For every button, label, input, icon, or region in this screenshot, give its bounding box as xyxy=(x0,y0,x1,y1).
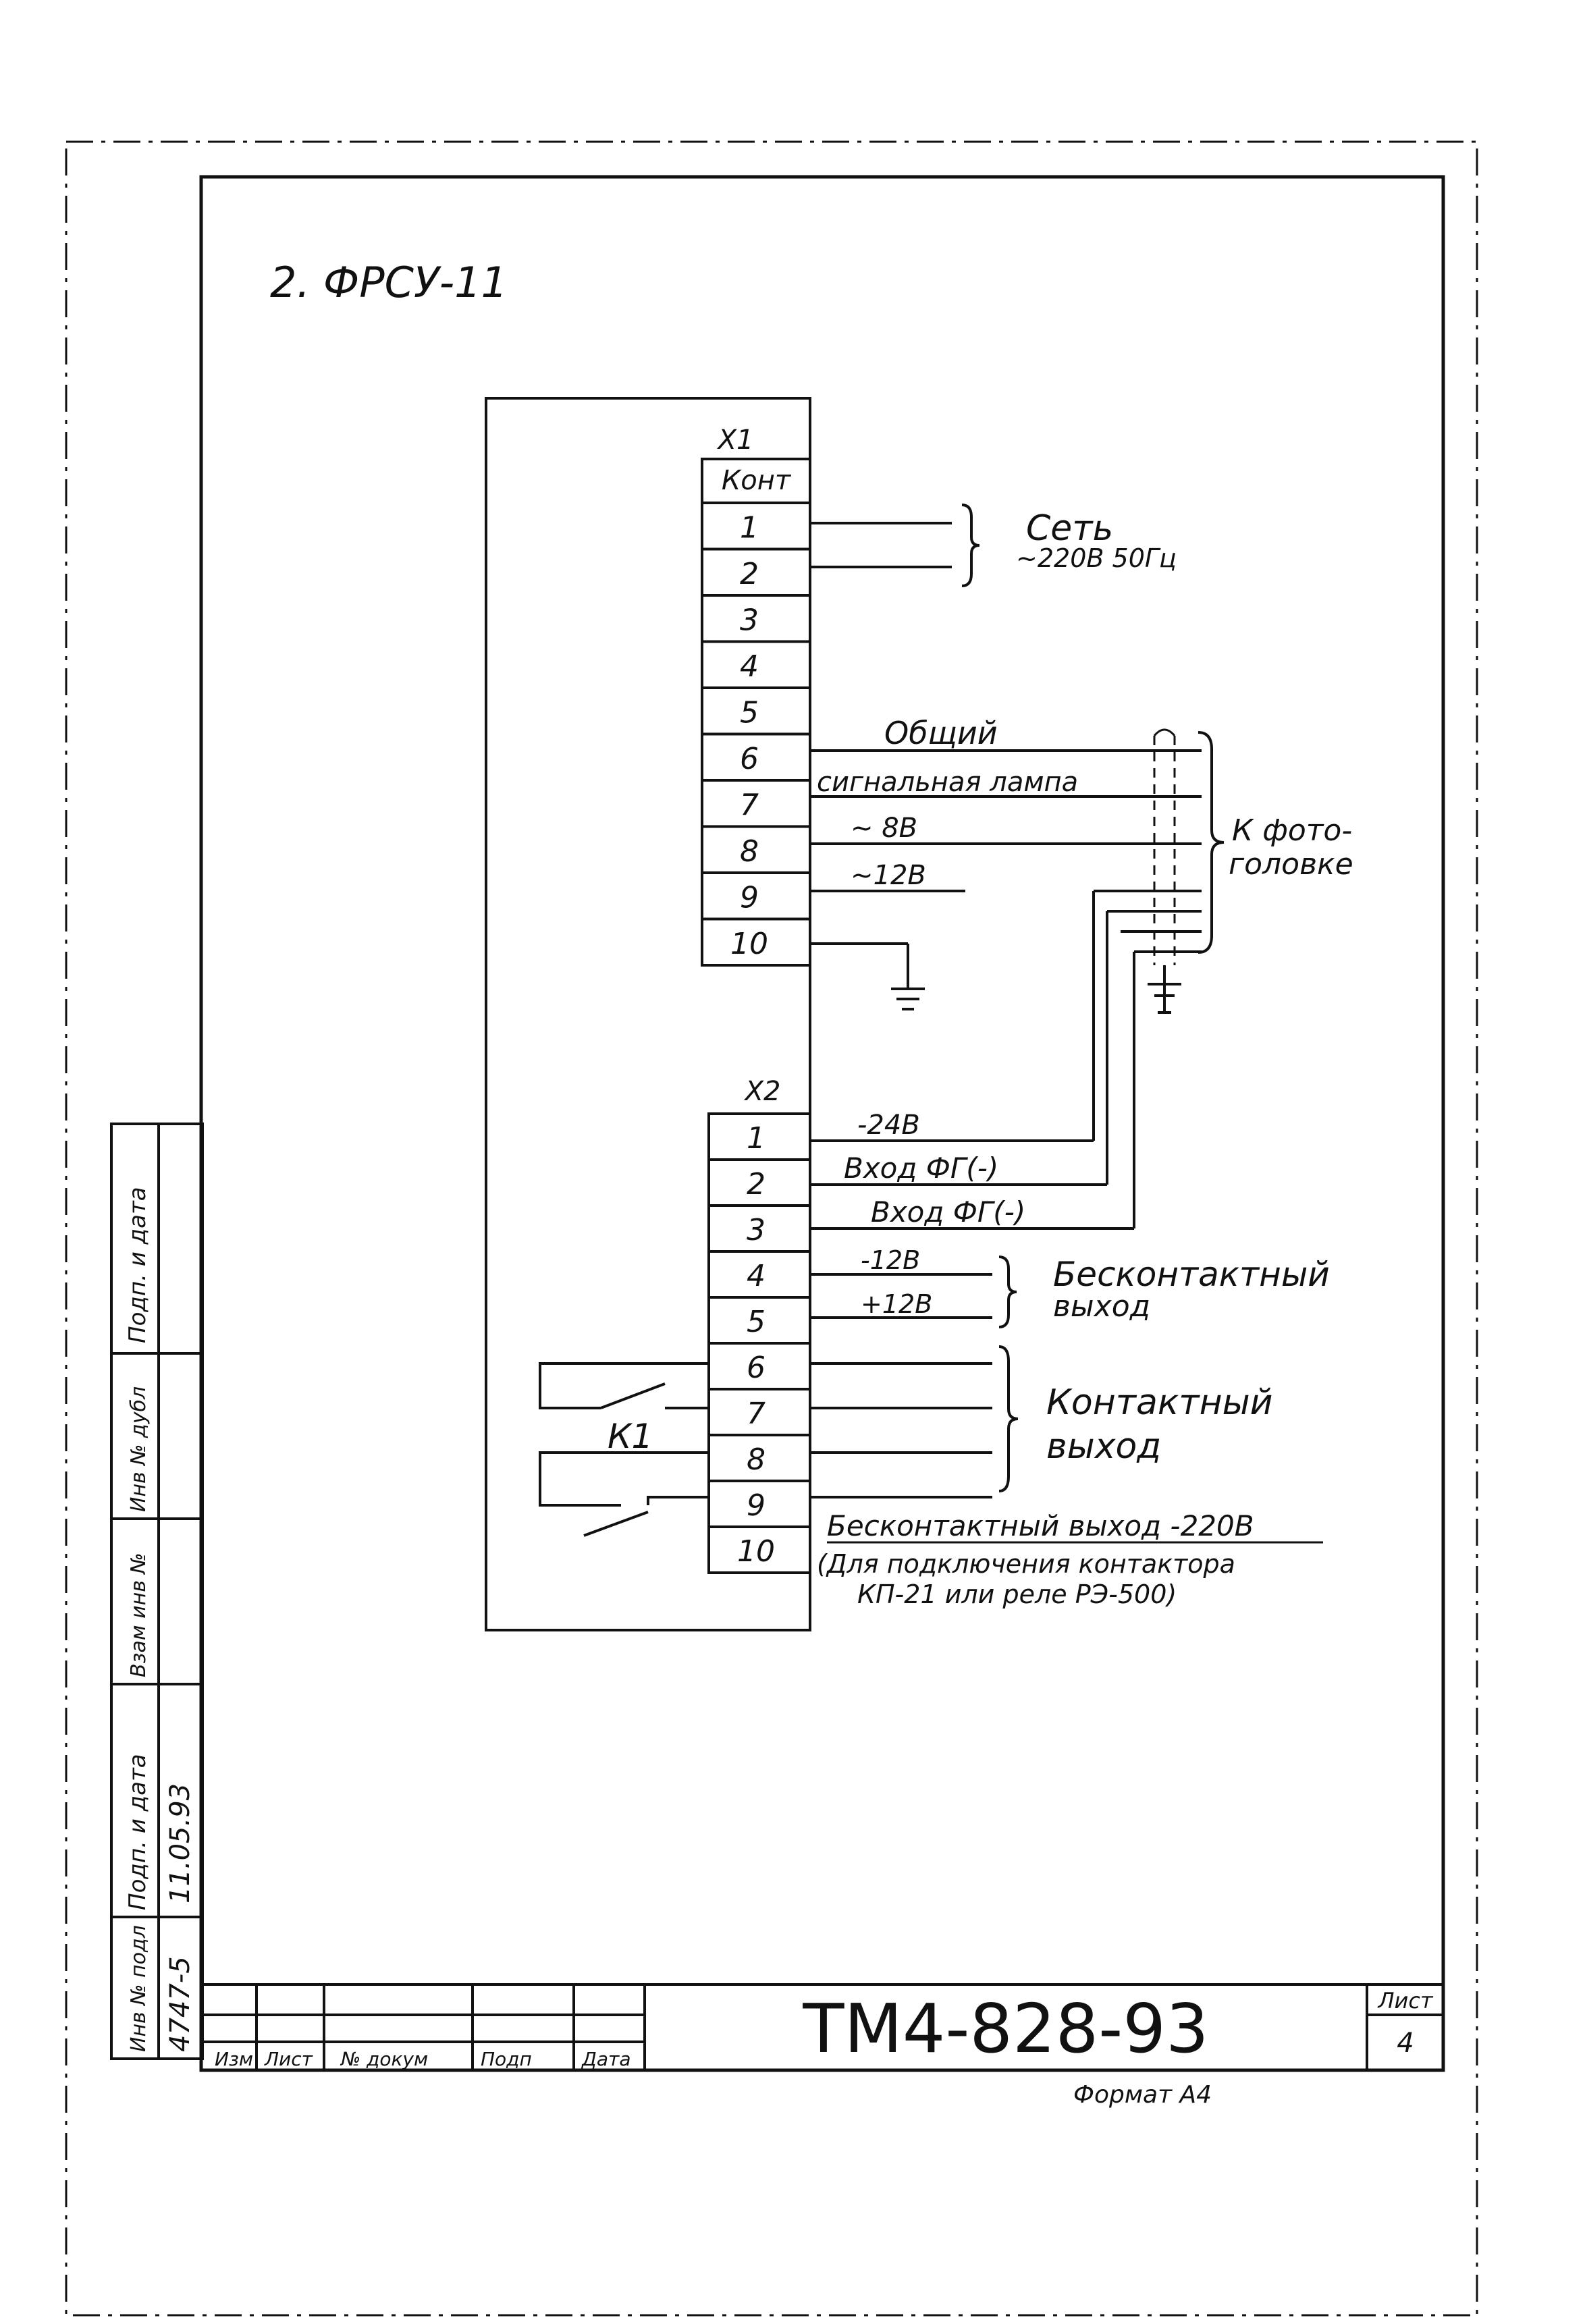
stamp-value-inv: 4747-5 xyxy=(165,1956,196,2052)
x1-table xyxy=(701,458,811,967)
outer-dashed-border xyxy=(65,140,1478,2317)
label-note-1: (Для подключения контактора xyxy=(817,1549,1235,1579)
inner-frame xyxy=(199,175,1445,2072)
label-contactless-2: выход xyxy=(1053,1289,1150,1324)
x2-contact-8: 8 xyxy=(747,1442,765,1477)
label-fg-in-1: Вход ФГ(-) xyxy=(844,1152,998,1185)
sheet-label: Лист xyxy=(1377,1988,1433,2014)
network-brace xyxy=(961,504,980,587)
wires-contactless: -12В +12В Бесконтактный выход xyxy=(810,1245,1330,1328)
label-contactless-220: Бесконтактный выход -220В xyxy=(827,1509,1254,1542)
wires-network: Сеть ~220В 50Гц xyxy=(810,504,1177,587)
x1-contact-8: 8 xyxy=(740,834,759,869)
x1-contact-3: 3 xyxy=(740,603,759,637)
stamp-value-date: 11.05.93 xyxy=(165,1783,196,1903)
label-photohead-1: К фото- xyxy=(1232,813,1352,848)
col-izm: Изм xyxy=(215,2048,253,2070)
label-set-voltage: ~220В 50Гц xyxy=(1016,543,1177,573)
label-note-2: КП-21 или реле РЭ-500) xyxy=(857,1579,1177,1609)
col-date: Дата xyxy=(581,2048,631,2070)
connector-x2: X2 1 2 3 4 5 6 7 8 9 10 xyxy=(707,1076,811,1574)
label-photohead-2: головке xyxy=(1229,847,1353,882)
label-plus12: +12В xyxy=(861,1289,932,1319)
x2-contact-2: 2 xyxy=(747,1167,765,1201)
title-block: Изм Лист № докум Подп Дата ТМ4-828-93 Ли… xyxy=(203,1983,1443,2109)
label-common: Общий xyxy=(884,715,998,751)
wires-x2-photohead: -24В Вход ФГ(-) Вход ФГ(-) xyxy=(810,891,1135,1230)
x2-contact-3: 3 xyxy=(747,1213,765,1247)
x1-contact-2: 2 xyxy=(740,557,759,591)
stamp-label-4: Подп. и дата xyxy=(124,1754,151,1910)
label-signal-lamp: сигнальная лампа xyxy=(817,767,1078,798)
sheet-number: 4 xyxy=(1397,2028,1414,2059)
x2-contact-5: 5 xyxy=(747,1305,765,1339)
label-v24: -24В xyxy=(857,1110,920,1141)
label-fg-in-2: Вход ФГ(-) xyxy=(871,1195,1025,1228)
label-relay: К1 xyxy=(608,1417,653,1456)
format-label: Формат А4 xyxy=(1073,2081,1212,2109)
x1-contact-4: 4 xyxy=(740,649,759,684)
x1-contact-7: 7 xyxy=(740,788,759,822)
col-sign: Подп xyxy=(481,2048,532,2070)
label-contact-1: Контактный xyxy=(1046,1382,1272,1423)
x2-title: X2 xyxy=(744,1076,781,1107)
label-contact-2: выход xyxy=(1046,1426,1161,1467)
wires-contact: Контактный выход Бесконтактный выход -22… xyxy=(810,1345,1323,1609)
contact-brace xyxy=(998,1345,1019,1492)
stamp-label-3: Взам инв № xyxy=(127,1552,151,1677)
stamp-label-2: Инв № дубл xyxy=(127,1386,151,1512)
device-box xyxy=(485,397,811,1631)
stamp-label-5: Инв № подл xyxy=(127,1925,151,2052)
label-minus12: -12В xyxy=(861,1245,920,1275)
drawing-code: ТМ4-828-93 xyxy=(802,1989,1208,2068)
wires-photohead: Общий сигнальная лампа ~ 8В ~12В К фото-… xyxy=(810,715,1353,1014)
col-doc: № докум xyxy=(340,2048,428,2070)
label-v8: ~ 8В xyxy=(851,813,917,844)
x2-contact-6: 6 xyxy=(747,1351,765,1385)
x2-contact-10: 10 xyxy=(737,1534,775,1569)
x2-contact-9: 9 xyxy=(747,1488,765,1523)
x1-contact-9: 9 xyxy=(740,880,759,915)
col-list: Лист xyxy=(264,2048,313,2070)
x1-contact-1: 1 xyxy=(740,510,759,545)
x1-title: X1 xyxy=(717,425,754,456)
contactless-brace xyxy=(998,1255,1017,1328)
x1-contact-5: 5 xyxy=(740,695,759,730)
side-stamp: Подп. и дата Инв № дубл Взам инв № Подп.… xyxy=(110,1123,204,2060)
photohead-brace xyxy=(1198,731,1225,954)
x1-contact-6: 6 xyxy=(740,742,759,776)
relay-k1: К1 xyxy=(539,1362,709,1537)
x1-contact-10: 10 xyxy=(730,927,768,961)
x2-contact-4: 4 xyxy=(747,1259,765,1293)
x2-contact-7: 7 xyxy=(747,1397,765,1431)
x1-header: Конт xyxy=(722,465,792,496)
x2-contact-1: 1 xyxy=(747,1121,765,1156)
label-contactless-1: Бесконтактный xyxy=(1053,1255,1330,1294)
label-set: Сеть xyxy=(1026,508,1113,549)
label-v12: ~12В xyxy=(851,860,926,891)
page-heading: 2. ФРСУ-11 xyxy=(270,258,508,307)
connector-x1: X1 Конт 1 2 3 4 5 6 7 8 9 10 xyxy=(701,425,811,967)
stamp-label-1: Подп. и дата xyxy=(124,1187,151,1343)
